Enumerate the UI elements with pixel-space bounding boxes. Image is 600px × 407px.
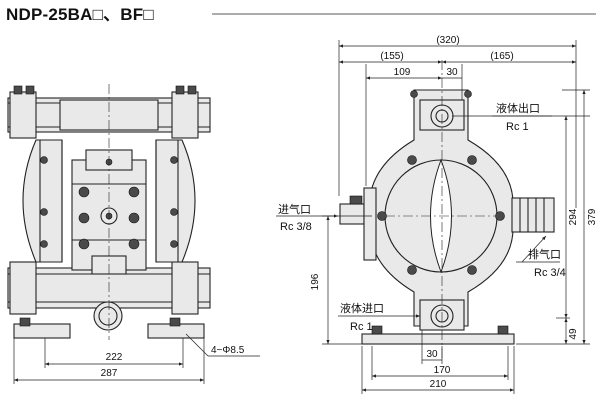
dim-49: 49: [568, 328, 579, 340]
dim-379: 379: [587, 208, 598, 225]
air-inlet-valve: [339, 203, 365, 225]
dim-210: 210: [430, 379, 447, 390]
dim-30-top: 30: [446, 67, 458, 78]
air-inlet-label: 进气口: [278, 202, 311, 216]
top-left-flange: [9, 91, 37, 139]
base-plate: [361, 333, 515, 345]
liquid-inlet-size: Rc 1: [350, 321, 373, 333]
exhaust-muffler: [511, 197, 555, 233]
dim-165: (165): [490, 51, 513, 62]
dim-30-bottom: 30: [426, 349, 438, 360]
dim-287: 287: [101, 368, 118, 379]
air-exhaust-size: Rc 3/4: [534, 267, 566, 279]
top-right-flange: [171, 91, 199, 139]
dim-109: 109: [394, 67, 411, 78]
air-inlet-size: Rc 3/8: [280, 221, 312, 233]
mounting-holes-label: 4−Φ8.5: [211, 345, 245, 356]
dim-196: 196: [310, 273, 321, 290]
side-view: (320) (155) (165) 109 30 294 379 49 196 …: [276, 35, 598, 394]
left-foot: [13, 323, 71, 339]
dim-170: 170: [434, 365, 451, 376]
dim-320: (320): [436, 35, 459, 46]
dim-294: 294: [568, 208, 579, 225]
air-exhaust-label: 排气口: [528, 247, 561, 261]
inlet-port: [93, 301, 123, 331]
liquid-outlet-label: 液体出口: [496, 101, 540, 115]
dim-222: 222: [106, 352, 123, 363]
dim-155: (155): [380, 51, 403, 62]
drawing-title: NDP-25BA□、BF□: [6, 5, 154, 24]
liquid-inlet-label: 液体进口: [340, 301, 384, 315]
front-view: 222 287 4−Φ8.5: [7, 84, 260, 384]
bottom-right-flange: [171, 261, 199, 315]
bottom-left-flange: [9, 261, 37, 315]
liquid-outlet-size: Rc 1: [506, 121, 529, 133]
